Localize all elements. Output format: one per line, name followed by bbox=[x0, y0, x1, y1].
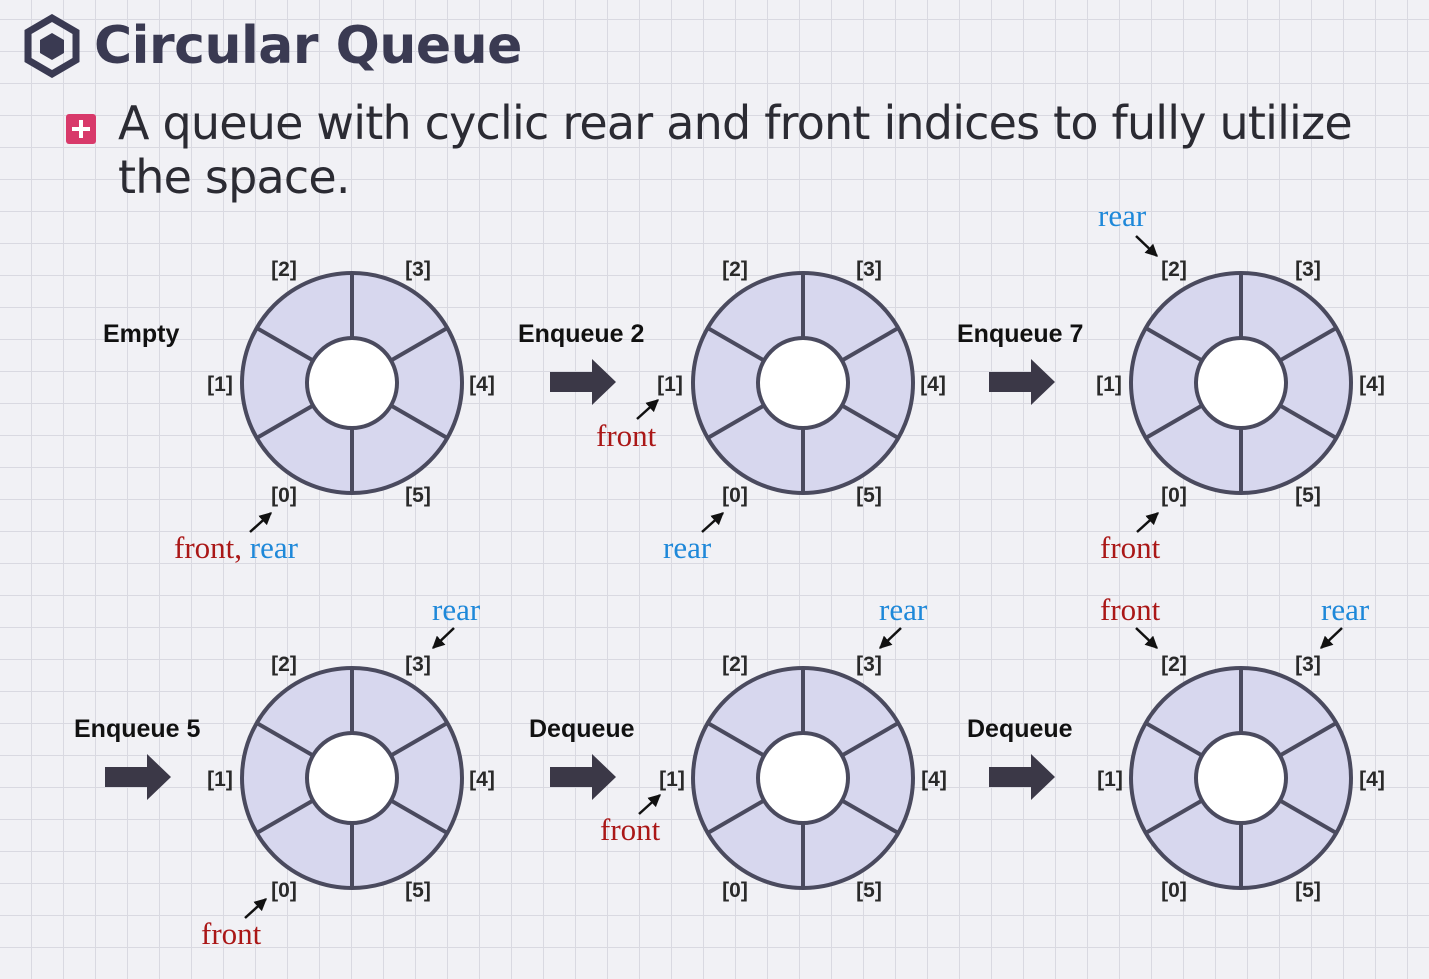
front-label: front bbox=[600, 812, 661, 847]
rear-label: rear bbox=[1098, 198, 1147, 233]
slot-index-3: [3] bbox=[405, 258, 431, 281]
slot-index-label: [2] bbox=[722, 258, 748, 281]
slot-index-label: [4] bbox=[1359, 373, 1385, 396]
step-label-dequeue: Dequeue bbox=[967, 715, 1073, 743]
slot-index-label: [2] bbox=[271, 653, 297, 676]
slot-index-label: [5] bbox=[1295, 484, 1321, 507]
hexagon-icon bbox=[24, 14, 80, 78]
queue-ring-enqueue-5: [2] [3] [1] [4] [0] [5] bbox=[207, 653, 495, 902]
rear-label: rear bbox=[663, 530, 712, 565]
slot-index-label: [4] bbox=[921, 768, 947, 791]
transition-arrow bbox=[550, 754, 616, 800]
slot-index-label: [2] bbox=[1161, 653, 1187, 676]
rear-label: rear bbox=[250, 530, 299, 565]
slot-index-label: [2] bbox=[722, 653, 748, 676]
front-label: front bbox=[1100, 592, 1161, 627]
slot-index-label: [4] bbox=[1359, 768, 1385, 791]
slide-title: Circular Queue bbox=[94, 16, 522, 76]
slot-index-label: [3] bbox=[1295, 653, 1321, 676]
title-row: Circular Queue bbox=[24, 14, 522, 78]
transition-arrow bbox=[105, 754, 171, 800]
slot-index-2: [2] bbox=[271, 258, 297, 281]
front-label: front, bbox=[174, 530, 242, 565]
slot-index-label: [1] bbox=[1096, 373, 1122, 396]
slot-index-label: [4] bbox=[469, 768, 495, 791]
transition-arrow bbox=[989, 359, 1055, 405]
step-label-empty: Empty bbox=[103, 320, 180, 348]
rear-label: rear bbox=[1321, 592, 1370, 627]
slot-index-label: [1] bbox=[207, 768, 233, 791]
slot-index-4: [4] bbox=[469, 373, 495, 396]
plus-bullet-icon bbox=[66, 114, 96, 144]
slot-index-label: [0] bbox=[722, 484, 748, 507]
transition-arrow bbox=[550, 359, 616, 405]
slot-index-0: [0] bbox=[271, 484, 297, 507]
slot-index-label: [3] bbox=[405, 653, 431, 676]
pointer-labels-empty: front, rear bbox=[174, 530, 299, 565]
slot-index-label: [3] bbox=[856, 258, 882, 281]
bullet-text: A queue with cyclic rear and front indic… bbox=[118, 96, 1353, 204]
slot-index-label: [4] bbox=[920, 373, 946, 396]
slot-index-label: [1] bbox=[659, 768, 685, 791]
rear-label: rear bbox=[879, 592, 928, 627]
slot-index-label: [0] bbox=[1161, 879, 1187, 902]
queue-ring-enqueue-2: [2] [3] [1] [4] [0] [5] bbox=[657, 258, 946, 507]
front-label: front bbox=[1100, 530, 1161, 565]
transition-arrow bbox=[989, 754, 1055, 800]
slot-index-label: [0] bbox=[271, 879, 297, 902]
front-label: front bbox=[596, 418, 657, 453]
slot-index-label: [2] bbox=[1161, 258, 1187, 281]
queue-ring-dequeue-2: [2] [3] [1] [4] [0] [5] bbox=[1097, 653, 1385, 902]
slot-index-label: [5] bbox=[1295, 879, 1321, 902]
slot-index-label: [0] bbox=[722, 879, 748, 902]
step-label-enqueue-5: Enqueue 5 bbox=[74, 715, 201, 743]
rear-label: rear bbox=[432, 592, 481, 627]
step-label-enqueue-7: Enqueue 7 bbox=[957, 320, 1083, 348]
queue-ring-dequeue-1: [2] [3] [1] [4] [0] [5] bbox=[659, 653, 947, 902]
front-label: front bbox=[201, 916, 262, 951]
slot-index-label: [1] bbox=[1097, 768, 1123, 791]
slot-index-label: [3] bbox=[856, 653, 882, 676]
queue-ring-enqueue-7: [2] [3] [1] [4] [0] [5] bbox=[1096, 258, 1385, 507]
slot-index-5: [5] bbox=[405, 484, 431, 507]
slot-index-label: [1] bbox=[657, 373, 683, 396]
slot-index-label: [3] bbox=[1295, 258, 1321, 281]
step-label-dequeue: Dequeue bbox=[529, 715, 635, 743]
slot-index-label: [5] bbox=[856, 484, 882, 507]
queue-ring-empty: [2] [3] [1] [4] [0] [5] bbox=[207, 258, 495, 507]
slot-index-label: [5] bbox=[405, 879, 431, 902]
step-label-enqueue-2: Enqueue 2 bbox=[518, 320, 644, 348]
slot-index-label: [0] bbox=[1161, 484, 1187, 507]
slot-index-label: [5] bbox=[856, 879, 882, 902]
slot-index-1: [1] bbox=[207, 373, 233, 396]
